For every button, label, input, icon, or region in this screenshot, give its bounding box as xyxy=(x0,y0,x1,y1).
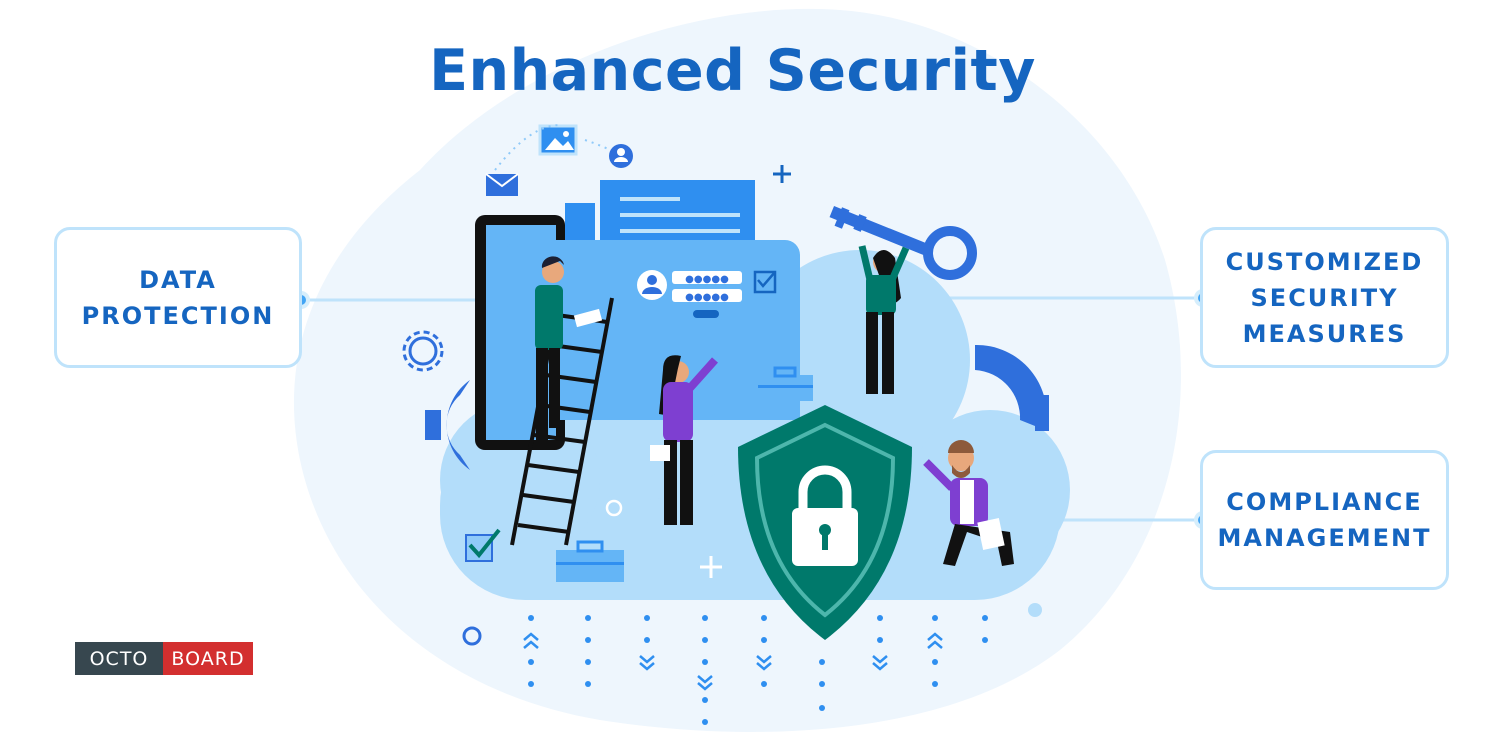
shield-lock-icon xyxy=(738,405,912,640)
plus-icon-white xyxy=(700,556,722,578)
callout-data-protection: DATA PROTECTION xyxy=(54,227,302,368)
checkbox-icon xyxy=(465,528,501,562)
page-title: Enhanced Security xyxy=(429,38,1036,104)
callout-customized-security: CUSTOMIZED SECURITY MEASURES xyxy=(1200,227,1449,368)
plus-icon xyxy=(773,165,791,183)
image-icon xyxy=(538,124,578,156)
octoboard-logo: OCTO BOARD xyxy=(75,642,253,675)
logo-part-octo: OCTO xyxy=(75,642,163,675)
person-on-ladder xyxy=(535,256,603,443)
callout-compliance-management: COMPLIANCE MANAGEMENT xyxy=(1200,450,1449,590)
chevrons xyxy=(523,632,943,691)
svg-text:●●●●●: ●●●●● xyxy=(685,292,729,303)
gear-left-icon xyxy=(425,380,470,470)
folder-front xyxy=(505,240,800,420)
woman-with-key xyxy=(858,245,910,394)
key-icon xyxy=(829,205,977,280)
connector-lines xyxy=(302,296,1200,522)
callout-label: COMPLIANCE MANAGEMENT xyxy=(1217,488,1432,552)
svg-text:●●●●●: ●●●●● xyxy=(685,274,729,285)
callout-label: DATA PROTECTION xyxy=(81,265,275,330)
toolbox-icon xyxy=(556,366,813,582)
callout-label: CUSTOMIZED SECURITY MEASURES xyxy=(1225,247,1424,348)
kneeling-man xyxy=(923,440,1014,566)
logo-part-board: BOARD xyxy=(163,642,253,675)
woman-pointing xyxy=(650,355,718,525)
user-icon xyxy=(609,144,633,168)
gear-right-icon xyxy=(975,344,1049,431)
login-form: ●●●●● ●●●●● xyxy=(637,270,777,318)
envelope-icon xyxy=(485,173,519,196)
dotted-arc xyxy=(494,124,611,171)
gear-outline-icon xyxy=(402,330,444,372)
data-streams xyxy=(528,615,988,725)
